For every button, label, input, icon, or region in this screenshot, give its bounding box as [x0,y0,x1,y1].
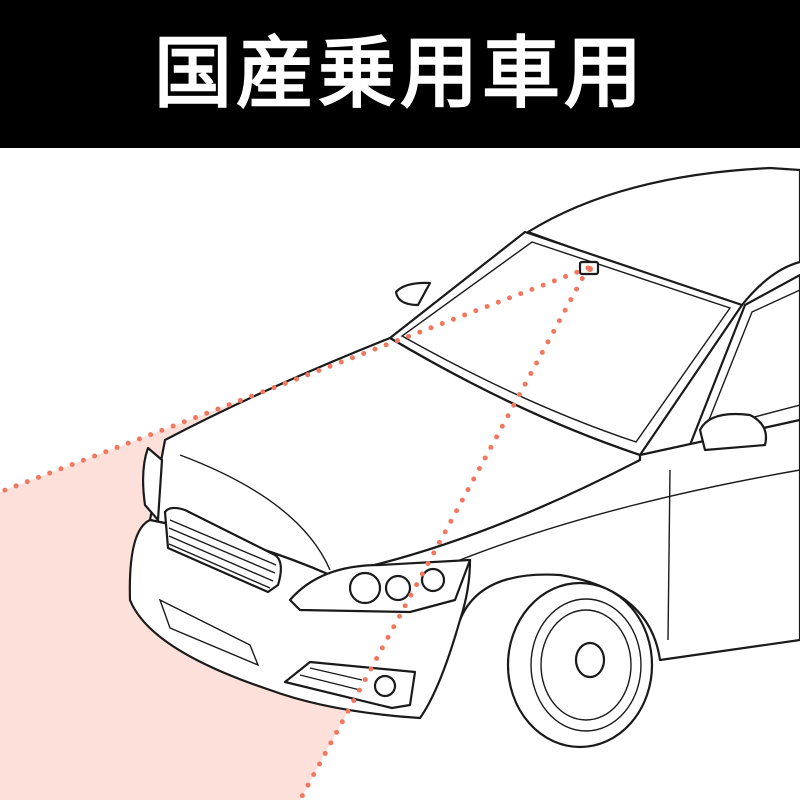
car-illustration [0,166,800,800]
front-grille [163,506,282,594]
fog-lamp [283,660,417,710]
camera-view-lines [0,265,591,800]
page-title: 国産乗用車用 [153,29,646,119]
headlight [288,558,472,614]
title-bar: 国産乗用車用 [0,0,800,148]
front-wheel [506,581,654,749]
car-body [128,166,800,749]
